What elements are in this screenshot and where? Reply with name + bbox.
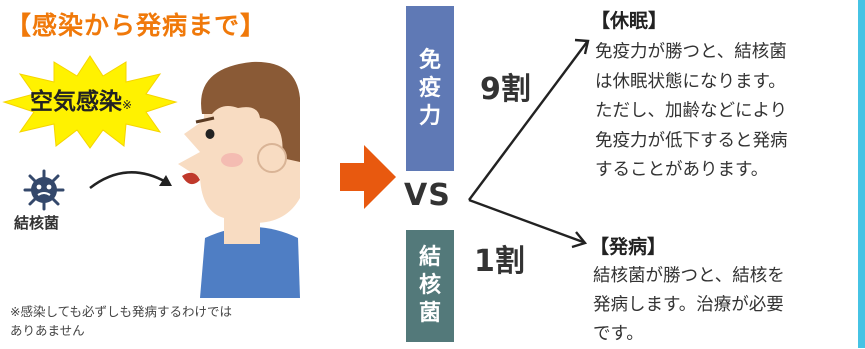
immunity-char: 免 [418, 47, 441, 73]
dormant-line: は休眠状態になります。 [595, 71, 786, 92]
germ-label: 結核菌 [14, 214, 60, 232]
airborne-label: 空気感染※ [30, 82, 132, 116]
immunity-char: 力 [418, 103, 441, 129]
tb-box: 結 核 菌 [406, 230, 454, 342]
person-illustration [178, 61, 300, 298]
immunity-char: 疫 [418, 75, 441, 101]
section-title: 【感染から発病まで】 [6, 11, 267, 40]
tb-char: 菌 [418, 301, 441, 326]
dormant-line: 免疫力が低下すると発病 [595, 130, 788, 151]
dormant-title: 【休眠】 [591, 10, 668, 32]
vs-label: VS [404, 178, 451, 213]
tb-char: 結 [418, 245, 441, 270]
infection-path-arrow-icon [89, 171, 172, 189]
footnote-line: ※感染しても必ずしも発病するわけでは [10, 304, 232, 319]
dormant-description: 免疫力が勝つと、結核菌 は休眠状態になります。 ただし、加齢などにより 免疫力が… [595, 38, 850, 186]
branch-arrows-icon [468, 38, 590, 249]
onset-line: 結核菌が勝つと、結核を [593, 266, 785, 286]
onset-line: です。 [593, 324, 644, 344]
big-arrow-icon [340, 145, 396, 209]
dormant-line: ただし、加齢などにより [595, 101, 788, 121]
ratio-lower: 1割 [474, 244, 525, 279]
immunity-box: 免 疫 力 [406, 6, 454, 171]
onset-line: 発病します。治療が必要 [593, 295, 784, 315]
side-accent-bar [858, 0, 865, 348]
ratio-upper: 9割 [480, 72, 531, 107]
tb-germ-icon [23, 169, 65, 211]
airborne-text: 空気感染 [30, 89, 122, 115]
dormant-line: することがあります。 [595, 160, 769, 180]
onset-title: 【発病】 [590, 236, 667, 258]
tb-char: 核 [418, 273, 441, 298]
onset-description: 結核菌が勝つと、結核を 発病します。治療が必要 です。 [593, 262, 848, 349]
airborne-burst-shape [2, 55, 178, 149]
airborne-mark: ※ [122, 98, 133, 112]
footnote-line: ありあません [10, 323, 85, 338]
footnote: ※感染しても必ずしも発病するわけでは ありあません [10, 302, 232, 340]
dormant-line: 免疫力が勝つと、結核菌 [595, 42, 787, 62]
